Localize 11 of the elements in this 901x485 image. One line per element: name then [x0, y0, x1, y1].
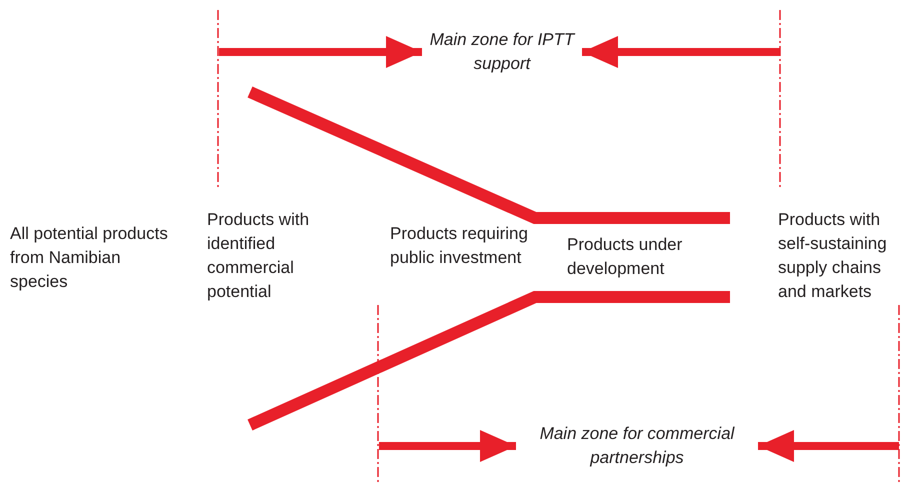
stage-label: All potential products from Namibian species — [10, 223, 169, 293]
stage-label: Products requiring public investment — [390, 223, 529, 269]
arrow — [219, 36, 422, 68]
arrow — [582, 36, 780, 68]
arrow — [758, 430, 899, 462]
arrow — [379, 430, 516, 462]
zone-label: Main zone for commercial partnerships — [520, 422, 754, 470]
stage-label: Products with self-sustaining supply chains and markets — [778, 209, 888, 303]
stage-label: Products under development — [567, 234, 684, 280]
zone-label: Main zone for IPTT support — [426, 28, 578, 76]
stage-label: Products with identified commercial potential — [207, 209, 310, 303]
